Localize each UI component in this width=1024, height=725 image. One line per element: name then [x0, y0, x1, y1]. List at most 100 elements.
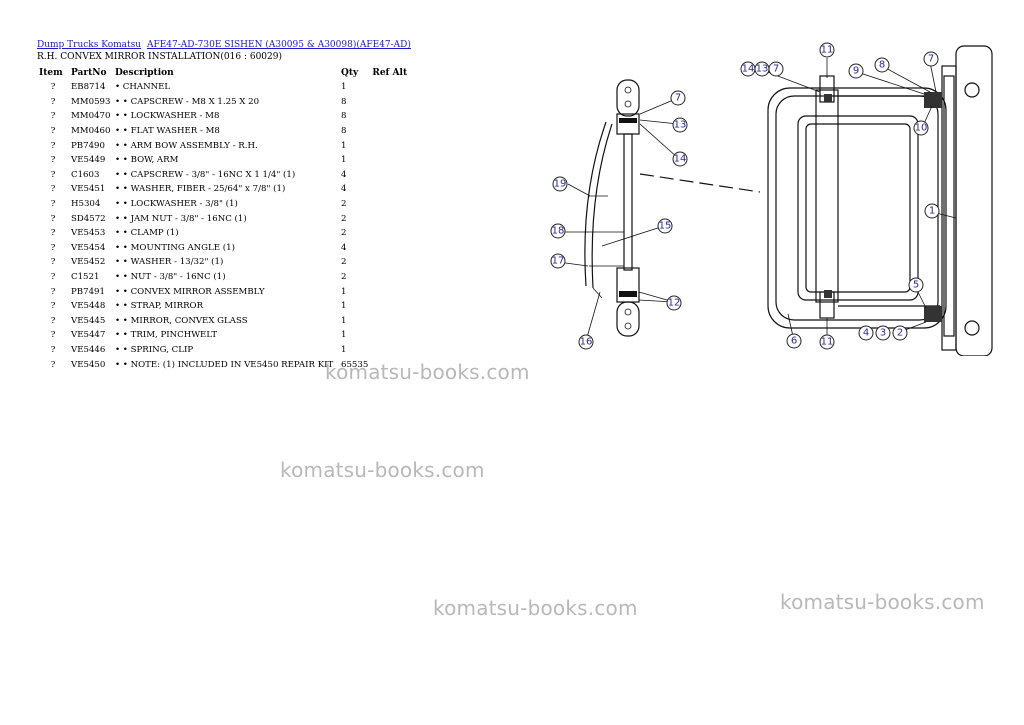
svg-text:9: 9 — [853, 66, 859, 77]
row-item: ? — [50, 257, 56, 268]
row-item: ? — [50, 155, 56, 166]
callout-7: 7 — [670, 90, 686, 106]
callout-10: 10 — [913, 120, 929, 136]
row-item: ? — [50, 272, 56, 283]
row-qty: 8 — [341, 111, 347, 122]
callout-16: 16 — [578, 334, 594, 350]
row-item: ? — [50, 242, 56, 253]
row-description: • • WASHER - 13/32" (1) — [115, 257, 224, 268]
row-qty: 2 — [341, 257, 347, 268]
callout-14: 14 — [740, 61, 756, 77]
row-ref-alt — [370, 241, 410, 256]
row-item: ? — [50, 228, 56, 239]
table-row: ?C1603• • CAPSCREW - 3/8" - 16NC X 1 1/4… — [37, 168, 410, 183]
svg-text:6: 6 — [791, 336, 797, 347]
row-qty: 8 — [341, 96, 347, 107]
svg-text:2: 2 — [897, 328, 903, 339]
row-ref-alt — [370, 284, 410, 299]
svg-text:14: 14 — [674, 154, 687, 165]
table-row: ?PB7490• • ARM BOW ASSEMBLY - R.H.1 — [37, 138, 410, 153]
row-qty: 1 — [341, 82, 347, 93]
svg-text:19: 19 — [554, 179, 567, 190]
table-row: ?H5304• • LOCKWASHER - 3/8" (1)2 — [37, 197, 410, 212]
callout-17: 17 — [550, 253, 566, 269]
row-partno: VE5450 — [71, 359, 106, 370]
parts-table: Item PartNo Description Qty Ref Alt ?EB8… — [37, 66, 410, 372]
row-description: • • JAM NUT - 3/8" - 16NC (1) — [115, 213, 247, 224]
parts-diagram: 11 14 13 7 9 8 7 10 7 13 14 19 15 18 17 … — [550, 42, 993, 356]
table-row: ? C1521 • • NUT - 3/8" - 16NC (1) 2 — [37, 270, 410, 285]
row-partno: VE5448 — [71, 301, 106, 312]
row-item: ? — [50, 359, 56, 370]
table-row: ?VE5450• • NOTE: (1) INCLUDED IN VE5450 … — [37, 357, 410, 372]
row-item: ? — [50, 301, 56, 312]
svg-text:16: 16 — [580, 337, 593, 348]
callout-3: 3 — [875, 325, 891, 341]
row-description: • • MIRROR, CONVEX GLASS — [115, 315, 248, 326]
row-ref-alt — [370, 153, 410, 168]
callout-15: 15 — [657, 218, 673, 234]
row-description: • • BOW, ARM — [115, 155, 179, 166]
row-description: • • CAPSCREW - 3/8" - 16NC X 1 1/4" (1) — [115, 169, 296, 180]
row-partno: SD4572 — [71, 213, 106, 224]
row-description: • • SPRING, CLIP — [115, 344, 194, 355]
callout-9: 9 — [848, 63, 864, 79]
arm-bow-assembly-drawing — [616, 79, 640, 337]
callout-5: 5 — [908, 277, 924, 293]
row-item: ? — [50, 344, 56, 355]
row-qty: 4 — [341, 242, 347, 253]
row-ref-alt — [370, 299, 410, 314]
table-row: ?VE5451• • WASHER, FIBER - 25/64" x 7/8"… — [37, 182, 410, 197]
row-qty: 2 — [341, 213, 347, 224]
callout-13: 13 — [672, 117, 688, 133]
row-partno: EB8714 — [71, 82, 106, 93]
svg-text:7: 7 — [928, 54, 934, 65]
callout-6: 6 — [786, 333, 802, 349]
row-description: • • CONVEX MIRROR ASSEMBLY — [115, 286, 265, 297]
callout-8: 8 — [874, 57, 890, 73]
table-row: ? SD4572 • • JAM NUT - 3/8" - 16NC (1) 2 — [37, 211, 410, 226]
row-description: • • CAPSCREW - M8 X 1.25 X 20 — [115, 96, 260, 107]
row-partno: VE5452 — [71, 257, 106, 268]
row-partno: MM0470 — [71, 111, 111, 122]
watermark: komatsu-books.com — [780, 590, 985, 614]
callout-4: 4 — [858, 325, 874, 341]
page-title: R.H. CONVEX MIRROR INSTALLATION(016 : 60… — [37, 52, 282, 62]
row-item: ? — [50, 213, 56, 224]
row-item: ? — [50, 330, 56, 341]
callout-13: 13 — [754, 61, 770, 77]
row-item: ? — [50, 286, 56, 297]
row-ref-alt — [370, 124, 410, 139]
row-partno: MM0593 — [71, 96, 111, 107]
row-partno: VE5451 — [71, 184, 106, 195]
header-ref-alt: Ref Alt — [372, 68, 408, 78]
row-description: • • NUT - 3/8" - 16NC (1) — [115, 272, 226, 283]
breadcrumb-link-model[interactable]: AFE47-AD-730E SISHEN (A30095 & A30098)(A… — [146, 40, 411, 50]
row-description: • • LOCKWASHER - 3/8" (1) — [115, 199, 238, 210]
row-qty: 2 — [341, 228, 347, 239]
row-qty: 1 — [341, 344, 347, 355]
row-partno: PB7491 — [71, 286, 105, 297]
row-qty: 2 — [341, 272, 347, 283]
watermark: komatsu-books.com — [325, 360, 530, 384]
callout-18: 18 — [550, 223, 566, 239]
callout-14: 14 — [672, 151, 688, 167]
row-item: ? — [50, 140, 56, 151]
breadcrumb-link-dump-trucks[interactable]: Dump Trucks Komatsu — [37, 40, 142, 50]
table-row: ? VE5452 • • WASHER - 13/32" (1) 2 — [37, 255, 410, 270]
svg-text:8: 8 — [879, 60, 885, 71]
svg-text:5: 5 — [913, 280, 919, 291]
header-item: Item — [39, 68, 63, 78]
row-qty: 1 — [341, 330, 347, 341]
row-description: • • ARM BOW ASSEMBLY - R.H. — [115, 140, 258, 151]
header-description: Description — [115, 68, 174, 78]
row-partno: C1521 — [71, 272, 100, 283]
leader-lines — [557, 58, 957, 342]
convex-mirror-drawing — [584, 121, 624, 299]
callout-2: 2 — [892, 325, 908, 341]
svg-text:3: 3 — [880, 328, 886, 339]
